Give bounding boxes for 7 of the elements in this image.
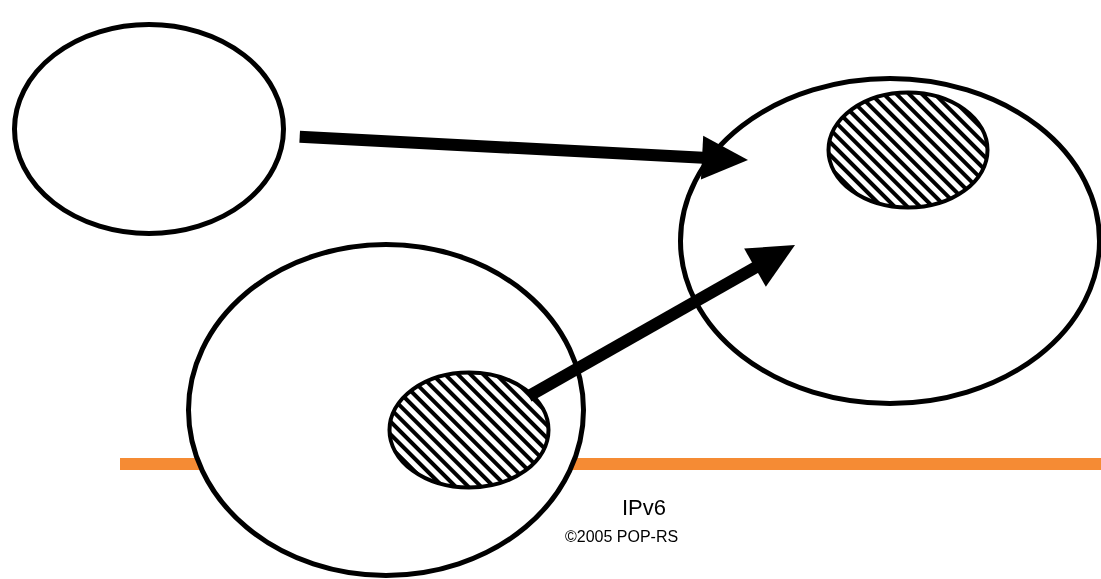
arrow (525, 245, 795, 402)
network-ellipse (12, 22, 286, 236)
hatched-subnet-ellipse (826, 90, 990, 210)
hatched-subnet-ellipse (387, 370, 551, 490)
footer-title: IPv6 (622, 495, 667, 521)
arrow (299, 130, 748, 180)
copyright-text: ©2005 POP-RS (565, 528, 679, 546)
